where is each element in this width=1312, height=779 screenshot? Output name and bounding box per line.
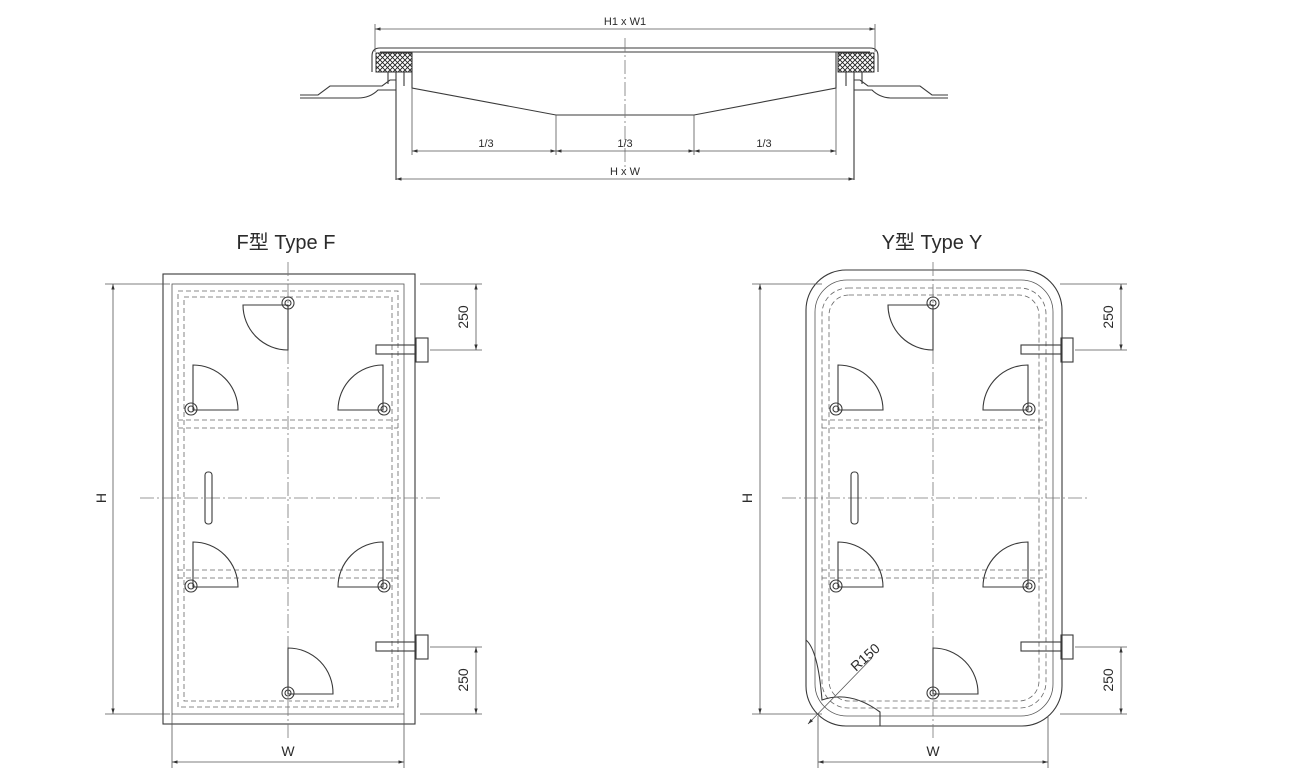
type-f-hinges — [375, 337, 429, 660]
type-f-top-offset-label: 250 — [455, 305, 471, 329]
type-y-width-label: W — [926, 743, 940, 759]
third-label-1: 1/3 — [478, 138, 493, 150]
type-y-radius-leader — [807, 657, 873, 725]
type-y-stiffeners — [822, 419, 1046, 579]
flange-right-top — [854, 79, 948, 96]
gasket-left — [375, 52, 413, 73]
type-y-hinges — [1020, 337, 1074, 660]
type-f-stiffeners — [178, 419, 398, 579]
top-dimension-label: H1 x W1 — [604, 16, 646, 28]
gasket-right — [837, 52, 875, 73]
cover-underside-profile — [411, 52, 837, 116]
type-f-title: F型 Type F — [237, 231, 336, 254]
type-y-view: Y型 Type Y — [739, 231, 1127, 768]
type-y-corner-cutaway — [805, 639, 881, 726]
type-y-radius-label: R150 — [847, 640, 883, 674]
third-label-3: 1/3 — [756, 138, 771, 150]
frame-wall-right — [845, 72, 863, 180]
flange-left-bottom — [300, 89, 396, 99]
bottom-dimension-label: H x W — [610, 166, 641, 178]
flange-left-top — [300, 79, 396, 96]
type-f-outer-frame — [162, 273, 416, 725]
third-label-2: 1/3 — [617, 138, 632, 150]
flange-right-bottom — [854, 89, 948, 99]
type-y-title: Y型 Type Y — [882, 231, 983, 254]
type-y-bottom-offset-label: 250 — [1100, 668, 1116, 692]
type-y-dogs — [829, 296, 1036, 700]
type-f-dogs — [184, 296, 391, 700]
type-f-handle — [204, 471, 213, 525]
type-f-height-label: H — [93, 493, 109, 503]
type-y-handle — [850, 471, 859, 525]
type-y-top-offset-label: 250 — [1100, 305, 1116, 329]
type-f-view: F型 Type F — [93, 231, 482, 768]
type-y-stiffener-outline — [828, 294, 1040, 702]
type-f-bottom-offset-label: 250 — [455, 668, 471, 692]
section-view: H1 x W1 1/3 1/3 1/3 H x W — [300, 16, 948, 181]
type-y-height-label: H — [739, 493, 755, 503]
frame-wall-left — [387, 72, 405, 180]
type-f-width-label: W — [281, 743, 295, 759]
